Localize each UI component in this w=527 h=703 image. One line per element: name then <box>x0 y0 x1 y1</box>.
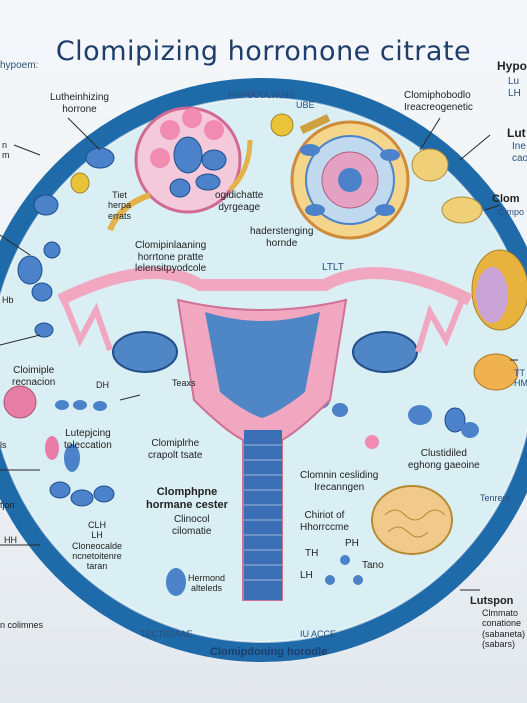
label-teaxs: Teaxs <box>172 378 196 388</box>
label-right-lm: TT HM <box>514 368 527 389</box>
bottom-shapes <box>166 555 363 596</box>
label-center-top: HHPUUDLWJIIS <box>228 90 295 100</box>
label-bottom-left-corner: n colimnes <box>0 620 44 630</box>
label-clh: CLH LH Cloneocalde ncnetoitenre taran <box>72 520 123 572</box>
label-clom-right-sub: Clmpo <box>498 207 525 217</box>
follicle-cluster <box>107 106 294 232</box>
label-luteper-right-sub: Clmmato conatione (sabaneta) (sabars) <box>482 608 526 650</box>
right-cells <box>310 148 527 555</box>
label-lh-low: LH <box>300 570 313 581</box>
label-chirbof: Chiriot of Hhorrccme <box>300 510 349 533</box>
label-left-low-c: HH <box>4 535 17 545</box>
label-dh: DH <box>96 380 109 390</box>
label-bottom-tag-r: IU ACCE <box>300 629 337 639</box>
label-lh-mid: LTLT <box>322 262 344 273</box>
label-haze: haderstenging hornde <box>250 226 314 249</box>
label-lut-right-sub: Ine cao <box>512 141 527 164</box>
footer-label: Clomipdoning horodle <box>210 646 328 658</box>
label-luteper-right: Lutspon <box>470 595 514 607</box>
label-clomipile: Cloimiple recnacion <box>12 365 56 388</box>
label-right-top: Clomiphobodlo Ireacreogenetic <box>404 90 473 113</box>
label-clomipithe: Clomiplrhe crapolt tsate <box>148 438 203 461</box>
label-left-edge-b: Hb <box>2 295 14 305</box>
label-tenfers: Tenrers <box>480 493 511 503</box>
label-left-low-a: ls <box>0 440 7 450</box>
label-hypoem: hypoem: <box>0 60 39 71</box>
label-cell-left: Tiet herpa errats <box>108 190 132 221</box>
label-clomin: Clomnin cesliding Irecanngen <box>300 470 379 493</box>
label-lutep: Lutepjcing toleccation <box>64 428 112 451</box>
label-ph: PH <box>345 538 359 549</box>
label-left-low-b: tjon <box>0 500 15 510</box>
label-lut-right: Lut <box>507 126 526 140</box>
leader-lines <box>0 117 518 591</box>
poster-title: Clomipizing horronone citrate <box>55 36 472 67</box>
left-cells <box>3 147 115 507</box>
label-hormond: Hermond alteleds <box>188 573 226 594</box>
label-bottom-tag-l: TECTIIBAAE <box>140 629 193 639</box>
label-left-edge-a: n m <box>2 140 10 161</box>
label-clom-right: Clom <box>492 193 520 205</box>
uterus <box>57 267 473 601</box>
label-ube: UBE <box>296 100 315 110</box>
label-clinocal: Clinocol cilomatie <box>172 514 212 537</box>
label-tli: TH <box>305 548 319 559</box>
label-lh-top: Lutheinhizing horrone <box>50 92 109 115</box>
label-hypo-right: Hypo <box>497 59 527 73</box>
label-tano: Tano <box>362 560 384 571</box>
label-hypo-right-sub: Lu LH <box>508 76 521 99</box>
label-clusid: Clustidiled eghong gaeoine <box>408 448 480 471</box>
label-center-hormone: Clomipinlaaning horrtone pratte lelensit… <box>135 240 207 274</box>
label-clomphone: Clomphpne hormane cester <box>146 486 228 511</box>
cell-striped <box>290 114 410 240</box>
label-cell-center: ogidichatte dyrgeage <box>215 190 264 213</box>
